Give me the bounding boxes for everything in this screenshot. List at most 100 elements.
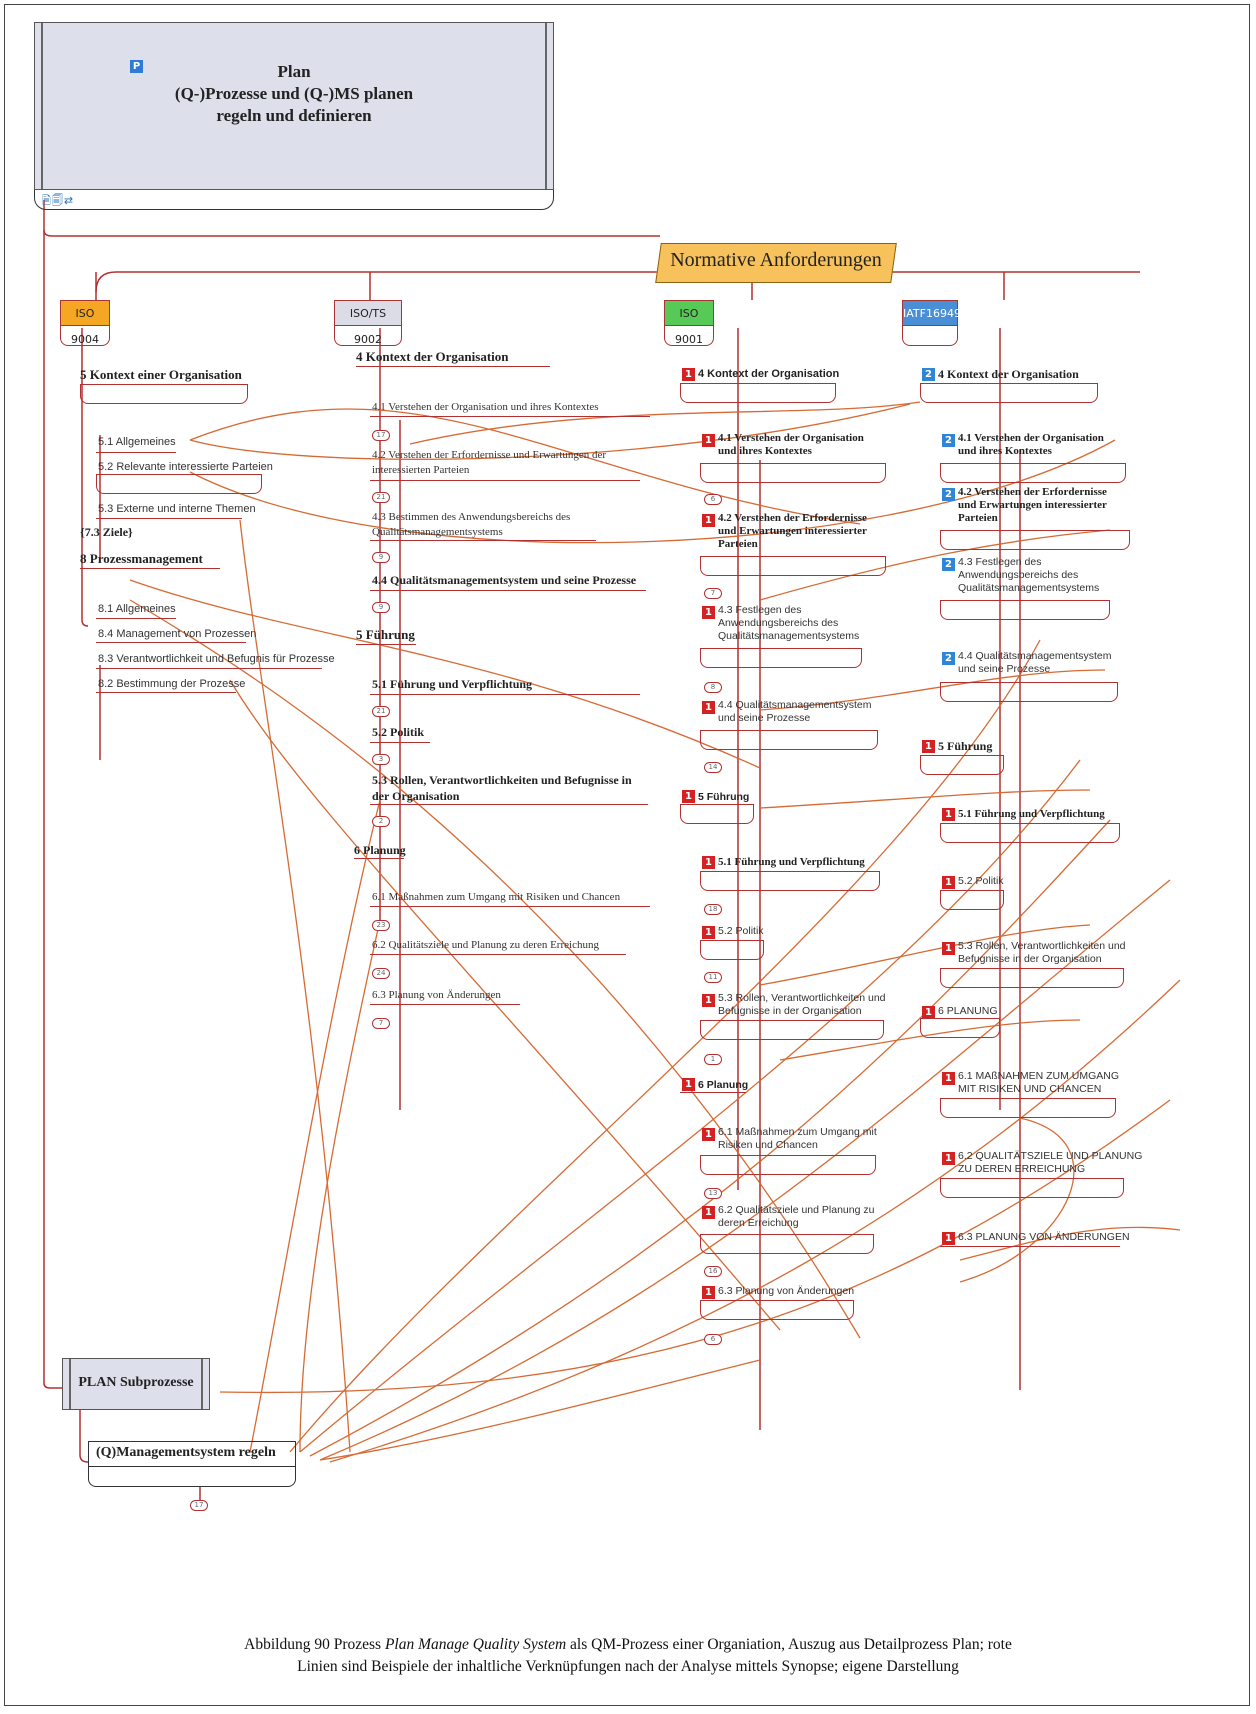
divider (356, 644, 416, 645)
divider (370, 694, 640, 695)
divider (940, 1098, 1116, 1099)
iatf-badge-icon: 1 (942, 876, 955, 889)
iso9001-item-6-2[interactable]: 6.2 Qualitätsziele und Planung zu deren … (718, 1204, 875, 1229)
caption-italic: Plan Manage Quality System (384, 1636, 567, 1653)
plan-footer-icons[interactable]: 🗎🗐⇄ (42, 194, 75, 207)
divider (354, 858, 404, 859)
qm-system-label: (Q)Managementsystem regeln (96, 1445, 276, 1460)
iatf-item-5-1[interactable]: 5.1 Führung und Verpflichtung (958, 808, 1105, 820)
standard-iso9001-footer (664, 326, 714, 346)
divider (940, 1246, 1120, 1247)
divider (940, 530, 1130, 531)
iso9002-item-6-3[interactable]: 6.3 Planung von Änderungen (372, 989, 501, 1001)
iso9001-item-4-1[interactable]: 4.1 Verstehen der Organisation und ihres… (718, 432, 864, 457)
iso9002-item-5-2[interactable]: 5.2 Politik (372, 725, 425, 739)
count-oval: 18 (704, 904, 722, 915)
iso9002-item-4-2[interactable]: 4.2 Verstehen der Erfordernisse und Erwa… (372, 449, 607, 476)
plan-subprozesse-box[interactable] (62, 1358, 210, 1410)
iso9002-item-5-1[interactable]: 5.1 Führung und Verpflichtung (372, 677, 533, 691)
standard-iso-ts9002[interactable]: ISO/TS 9002 (334, 300, 402, 346)
plan-subprozesse-label: PLAN Subprozesse (78, 1375, 194, 1390)
iso9001-item-4-4[interactable]: 4.4 Qualitätsmanagementsystem und seine … (718, 699, 872, 724)
node-footer (940, 530, 1130, 550)
figure-frame (4, 4, 1250, 1706)
iso9001-badge-icon: 1 (702, 434, 715, 447)
iso9002-item-4-3[interactable]: 4.3 Bestimmen des Anwendungsbereichs des… (372, 511, 571, 538)
divider (700, 1300, 854, 1301)
iatf-badge-icon: 1 (942, 1072, 955, 1085)
iso9004-item-8-4[interactable]: 8.4 Management von Prozessen (98, 628, 257, 640)
iatf-item-4-3[interactable]: 4.3 Festlegen des Anwendungsbereichs des… (958, 556, 1100, 594)
iso9004-ziele[interactable]: {7.3 Ziele} (80, 525, 133, 539)
node-footer (700, 871, 880, 891)
standard-iatf16949-footer (902, 326, 958, 346)
iatf-item-6-2[interactable]: 6.2 QUALITÄTSZIELE UND PLANUNG ZU DEREN … (958, 1150, 1143, 1175)
plan-title: Plan (Q-)Prozesse und (Q-)MS planen rege… (174, 62, 414, 125)
iso9004-heading-prozessmanagement: 8 Prozessmanagement (80, 551, 203, 566)
plan-badge-icon: P (130, 60, 143, 73)
node-footer (940, 890, 1004, 910)
iatf-item-6-1[interactable]: 6.1 MAßNAHMEN ZUM UMGANG MIT RISIKEN UND… (958, 1070, 1120, 1095)
iatf-heading-kontext: 4 Kontext der Organisation (938, 367, 1079, 381)
divider (370, 540, 596, 541)
iatf-item-4-1[interactable]: 4.1 Verstehen der Organisation und ihres… (958, 432, 1104, 457)
divider (700, 1155, 876, 1156)
iso9001-badge-icon: 1 (702, 1128, 715, 1141)
standard-iso9004[interactable]: ISO 9004 (60, 300, 110, 346)
iso9004-item-5-3[interactable]: 5.3 Externe und interne Themen (98, 503, 256, 515)
iatf-item-6-3[interactable]: 6.3 PLANUNG VON ÄNDERUNGEN (958, 1231, 1130, 1243)
standard-iso9001[interactable]: ISO 9001 (664, 300, 714, 346)
iso9001-item-5-1[interactable]: 5.1 Führung und Verpflichtung (718, 856, 865, 868)
standard-iatf16949[interactable]: IATF16949 (902, 300, 961, 326)
plan-box-left-bar (41, 23, 43, 189)
iso9001-item-4-3[interactable]: 4.3 Festlegen des Anwendungsbereichs des… (718, 604, 860, 642)
count-oval: 7 (704, 588, 722, 599)
iso9002-item-6-1[interactable]: 6.1 Maßnahmen zum Umgang mit Risiken und… (372, 891, 621, 903)
iso9001-badge-icon: 1 (702, 1286, 715, 1299)
figure-caption: Abbildung 90 Prozess Plan Manage Quality… (10, 1634, 1246, 1678)
node-footer (920, 383, 1098, 403)
qm-system-box[interactable] (88, 1441, 296, 1467)
iso9004-item-8-3[interactable]: 8.3 Verantwortlichkeit und Befugnis für … (98, 653, 335, 665)
iso9002-item-6-2[interactable]: 6.2 Qualitätsziele und Planung zu deren … (372, 939, 599, 951)
iso9002-item-4-1[interactable]: 4.1 Verstehen der Organisation und ihres… (372, 401, 599, 413)
node-footer (940, 463, 1126, 483)
iso9001-item-6-1[interactable]: 6.1 Maßnahmen zum Umgang mit Risiken und… (718, 1126, 877, 1151)
node-footer (80, 384, 248, 404)
divider (370, 416, 650, 417)
plan-to-sub-line (43, 200, 62, 1389)
iso9002-item-4-4[interactable]: 4.4 Qualitätsmanagementsystem und seine … (372, 573, 637, 587)
node-footer (700, 463, 886, 483)
iso9001-item-6-3[interactable]: 6.3 Planung von Änderungen (718, 1285, 855, 1297)
iso9001-item-5-2[interactable]: 5.2 Politik (718, 925, 764, 937)
count-oval: 11 (704, 972, 722, 983)
iatf-item-5-2[interactable]: 5.2 Politik (958, 875, 1004, 887)
iso9001-item-5-3[interactable]: 5.3 Rollen, Verantwortlichkeiten und Bef… (718, 992, 886, 1017)
iso9004-item-8-2[interactable]: 8.2 Bestimmung der Prozesse (98, 678, 246, 690)
node-footer (940, 823, 1120, 843)
divider (370, 906, 650, 907)
count-oval: 9 (372, 602, 390, 613)
iso9002-heading-kontext: 4 Kontext der Organisation (356, 349, 509, 364)
iatf-item-4-2[interactable]: 4.2 Verstehen der Erfordernisse und Erwa… (958, 486, 1107, 524)
iso9004-item-5-1[interactable]: 5.1 Allgemeines (98, 436, 176, 448)
iso9002-item-5-3[interactable]: 5.3 Rollen, Verantwortlichkeiten und Bef… (372, 773, 632, 803)
iso9001-item-4-2[interactable]: 4.2 Verstehen der Erfordernisse und Erwa… (718, 512, 867, 550)
iatf-badge-icon: 1 (942, 1232, 955, 1245)
iatf-item-4-4[interactable]: 4.4 Qualitätsmanagementsystem und seine … (958, 650, 1112, 675)
plan-process-box[interactable]: Plan (Q-)Prozesse und (Q-)MS planen rege… (34, 22, 554, 190)
iso9004-heading-kontext: 5 Kontext einer Organisation (80, 367, 242, 382)
divider (940, 823, 1120, 824)
subbox-right-bar (201, 1359, 203, 1409)
iatf-badge-icon: 2 (942, 434, 955, 447)
iatf-item-5-3[interactable]: 5.3 Rollen, Verantwortlichkeiten und Bef… (958, 940, 1126, 965)
iso9001-badge-icon: 1 (682, 790, 695, 803)
iso9004-item-8-1[interactable]: 8.1 Allgemeines (98, 603, 176, 615)
iatf-badge-icon: 2 (942, 488, 955, 501)
node-footer (700, 1020, 884, 1040)
divider (96, 452, 176, 453)
node-footer (920, 755, 1004, 775)
divider (700, 1020, 884, 1021)
count-oval: 9 (372, 552, 390, 563)
iso9004-item-5-2[interactable]: 5.2 Relevante interessierte Parteien (98, 461, 273, 473)
